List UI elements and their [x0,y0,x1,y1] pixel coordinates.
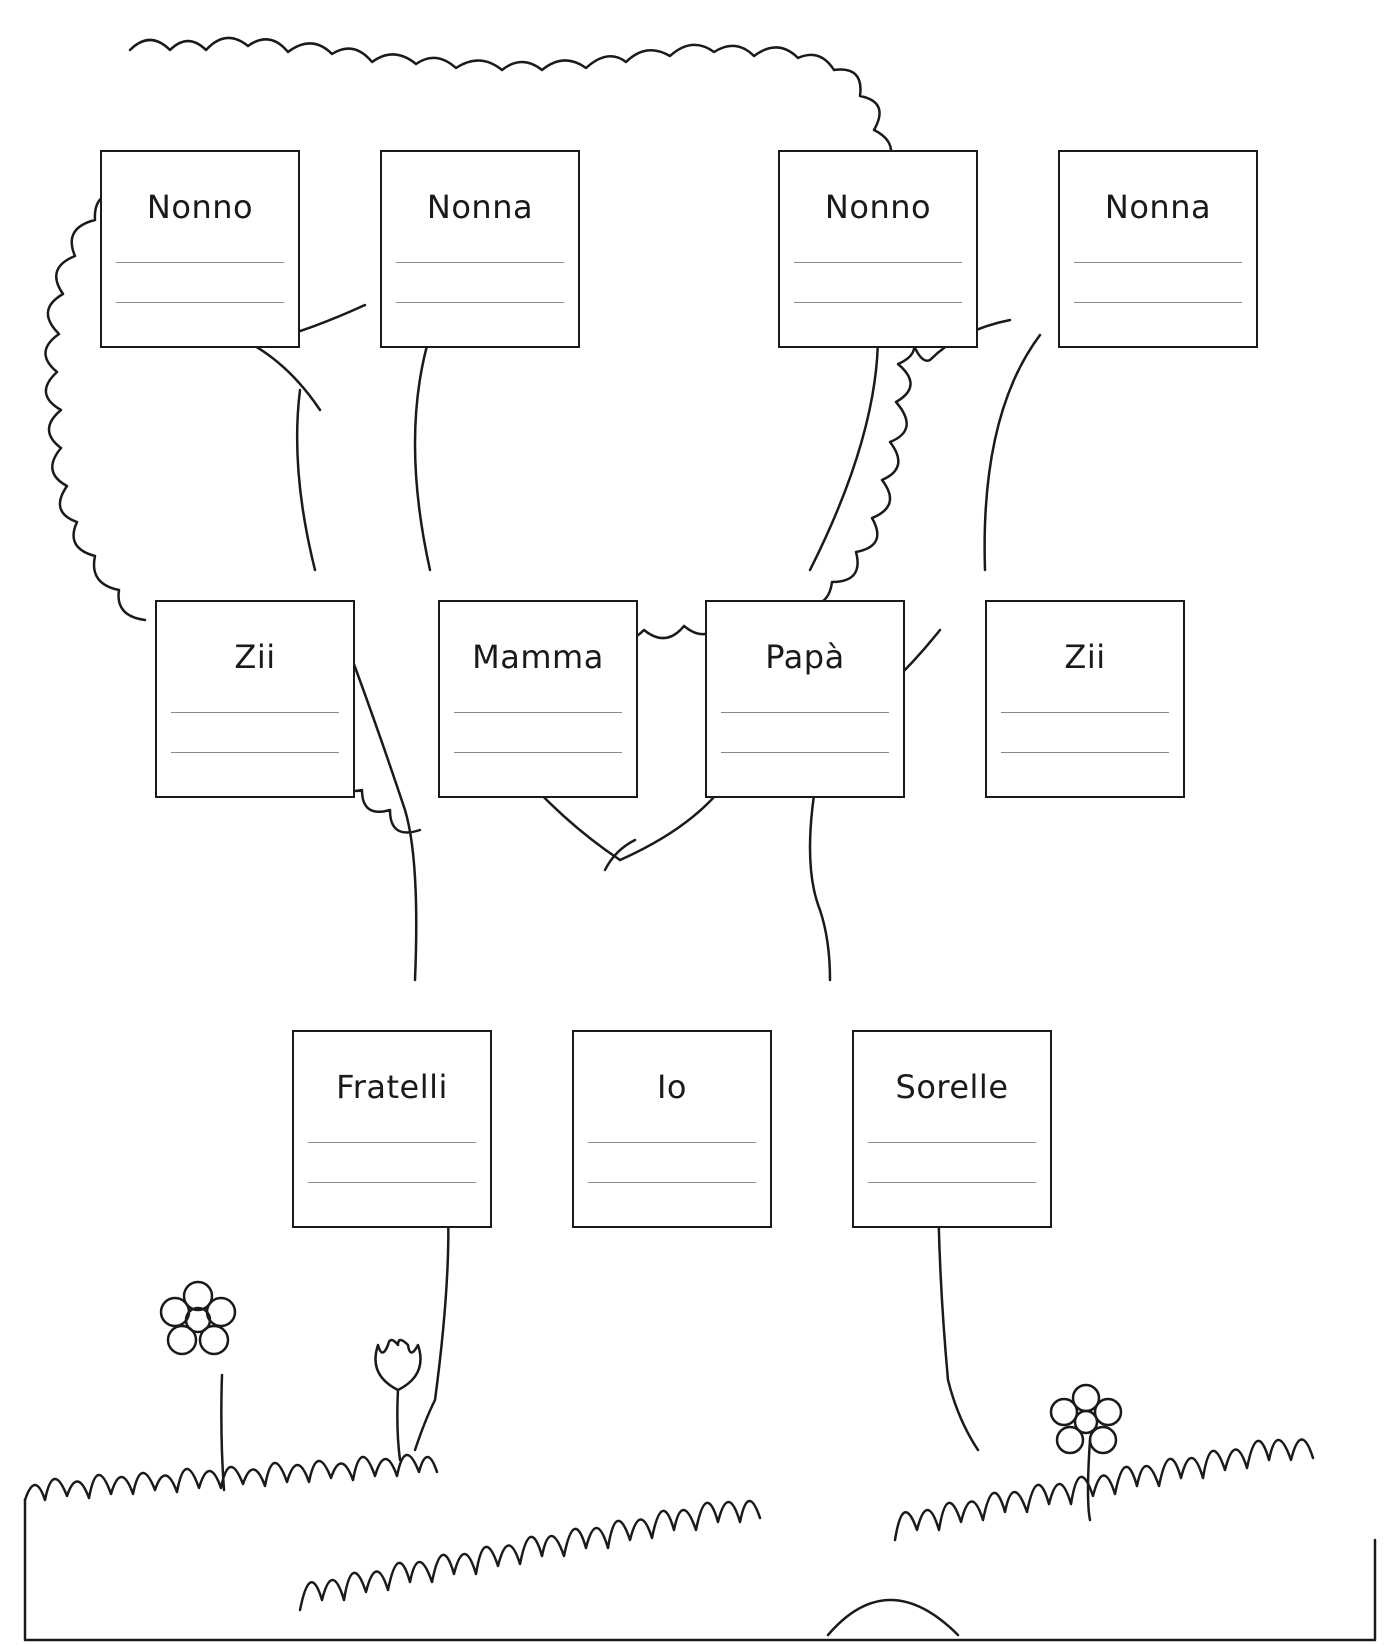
writing-line[interactable] [396,262,564,263]
ground-mound [826,1598,960,1637]
box-mother: Mamma [438,600,638,798]
writing-line[interactable] [794,302,962,303]
writing-line[interactable] [721,752,889,753]
box-grandmother-left: Nonna [380,150,580,348]
grass-left [23,1453,439,1502]
box-label: Nonna [1104,188,1212,226]
writing-line[interactable] [588,1142,756,1143]
box-label: Fratelli [336,1068,448,1106]
grass-right [893,1438,1315,1542]
box-uncles-right: Zii [985,600,1185,798]
writing-line[interactable] [308,1142,476,1143]
grass-middle [298,1499,762,1612]
writing-line[interactable] [588,1182,756,1183]
writing-line[interactable] [868,1142,1036,1143]
writing-line[interactable] [1074,262,1242,263]
box-brothers: Fratelli [292,1030,492,1228]
box-label: Papà [765,638,845,676]
writing-line[interactable] [116,262,284,263]
box-label: Zii [234,638,276,676]
flower-right [1049,1383,1123,1522]
tulip [374,1338,422,1462]
box-label: Nonno [824,188,932,226]
writing-line[interactable] [1074,302,1242,303]
box-grandmother-right: Nonna [1058,150,1258,348]
writing-line[interactable] [396,302,564,303]
ground-frame [23,1498,1377,1642]
box-grandfather-left: Nonno [100,150,300,348]
writing-line[interactable] [454,712,622,713]
writing-line[interactable] [1001,752,1169,753]
box-label: Nonno [146,188,254,226]
box-father: Papà [705,600,905,798]
writing-line[interactable] [454,752,622,753]
box-sisters: Sorelle [852,1030,1052,1228]
writing-line[interactable] [308,1182,476,1183]
tree-crown-outline [44,36,922,872]
box-uncles-left: Zii [155,600,355,798]
writing-line[interactable] [116,302,284,303]
writing-line[interactable] [721,712,889,713]
box-label: Nonna [426,188,534,226]
writing-line[interactable] [171,712,339,713]
branch-lines [218,303,1042,1452]
box-label: Sorelle [895,1068,1009,1106]
box-grandfather-right: Nonno [778,150,978,348]
writing-line[interactable] [868,1182,1036,1183]
writing-line[interactable] [171,752,339,753]
writing-line[interactable] [1001,712,1169,713]
box-label: Mamma [472,638,604,676]
box-label: Zii [1064,638,1106,676]
box-label: Io [656,1068,687,1106]
box-me: Io [572,1030,772,1228]
flower-left [159,1280,237,1492]
writing-line[interactable] [794,262,962,263]
